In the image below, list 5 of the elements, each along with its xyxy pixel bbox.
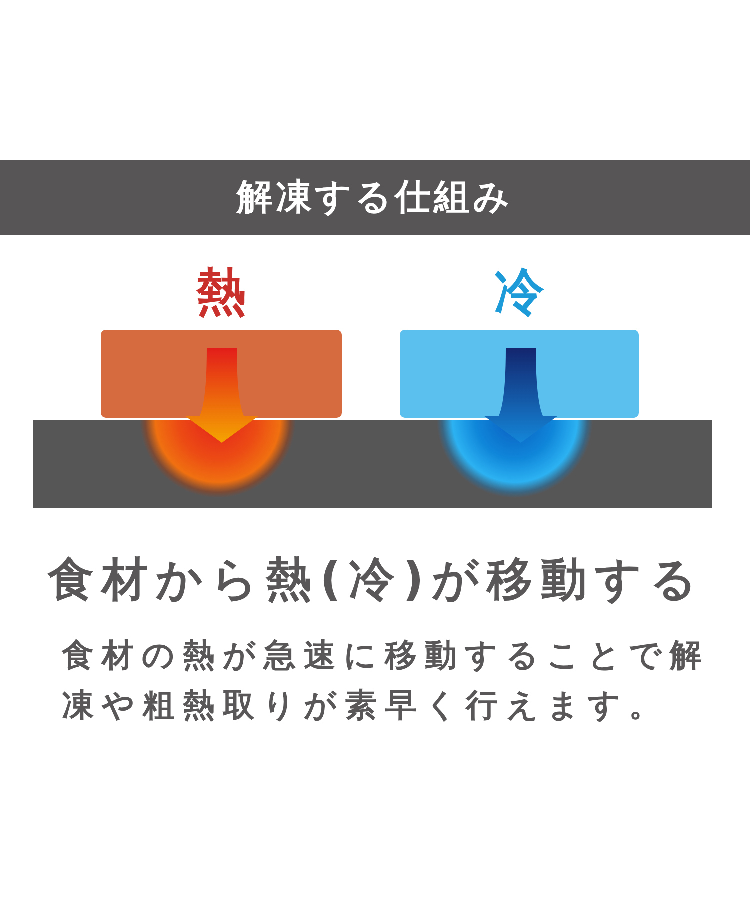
title-banner: 解凍する仕組み bbox=[0, 160, 750, 235]
heat-label: 熱 bbox=[196, 262, 246, 322]
heading-text: 食材から熱(冷)が移動する bbox=[48, 551, 706, 608]
cold-label: 冷 bbox=[494, 262, 544, 322]
description-text: 食材の熱が急速に移動することで解凍や粗熱取りが素早く行えます。 bbox=[62, 635, 711, 726]
